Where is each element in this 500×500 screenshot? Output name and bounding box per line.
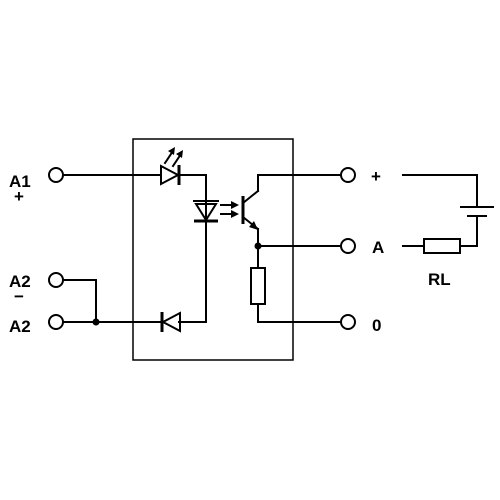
a2-junction-dot bbox=[92, 318, 100, 326]
module-housing bbox=[132, 138, 294, 361]
terminal-a2-upper-label: A2 bbox=[9, 272, 31, 291]
internal-resistor bbox=[250, 267, 266, 305]
terminal-a1[interactable] bbox=[48, 167, 64, 183]
terminal-zero-label: 0 bbox=[372, 316, 381, 335]
terminal-a2-lower-label: A2 bbox=[9, 317, 31, 336]
indicator-led bbox=[160, 147, 183, 186]
battery-icon bbox=[460, 206, 494, 217]
output-a-junction-dot bbox=[254, 242, 262, 250]
optical-coupling-arrows bbox=[220, 201, 239, 218]
terminal-plus-label: + bbox=[371, 167, 381, 186]
a1-wire bbox=[62, 174, 207, 323]
load-resistor bbox=[423, 238, 461, 254]
terminal-a[interactable] bbox=[340, 238, 356, 254]
terminal-a-label: A bbox=[372, 238, 384, 257]
optocoupler-led bbox=[193, 200, 219, 223]
terminal-a2-upper[interactable] bbox=[48, 272, 64, 288]
protection-diode bbox=[160, 311, 181, 333]
terminal-plus[interactable] bbox=[340, 167, 356, 183]
terminal-a1-plus-sign: + bbox=[14, 187, 24, 206]
terminal-a2-minus-sign: − bbox=[14, 287, 24, 306]
collector-wire bbox=[257, 174, 342, 192]
terminal-zero[interactable] bbox=[340, 314, 356, 330]
a2-wire bbox=[62, 279, 207, 323]
external-supply-wire bbox=[402, 174, 478, 247]
emitter-wire bbox=[257, 228, 342, 323]
load-resistor-label: RL bbox=[428, 270, 451, 289]
terminal-a2-lower[interactable] bbox=[48, 314, 64, 330]
phototransistor bbox=[241, 189, 260, 231]
terminal-a1-label: A1 bbox=[9, 172, 31, 191]
